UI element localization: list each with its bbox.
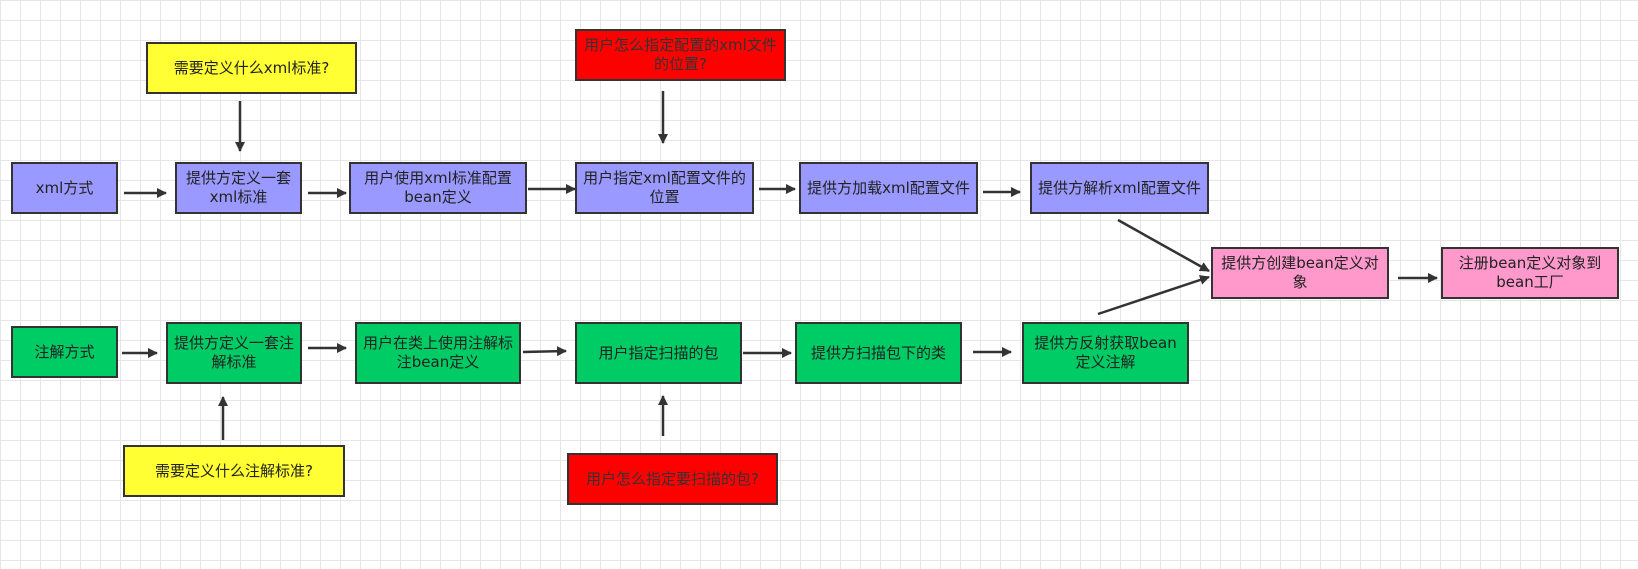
xml-step3-node: 用户指定xml配置文件的位置	[575, 162, 754, 214]
annotation-step4-node: 提供方扫描包下的类	[795, 322, 962, 384]
create-bean-definition-node: 提供方创建bean定义对象	[1211, 247, 1389, 299]
arrow-ann-step5-to-create	[1097, 275, 1210, 316]
arrow-xml-step5-to-create	[1117, 218, 1210, 273]
register-bean-definition-node: 注册bean定义对象到bean工厂	[1441, 247, 1619, 299]
xml-step2-node: 用户使用xml标准配置bean定义	[349, 162, 527, 214]
xml-question1-node: 需要定义什么xml标准?	[146, 42, 357, 94]
annotation-step5-node: 提供方反射获取bean定义注解	[1022, 322, 1189, 384]
annotation-step2-node: 用户在类上使用注解标注bean定义	[355, 322, 521, 384]
annotation-question1-node: 需要定义什么注解标准?	[123, 445, 345, 497]
annotation-step1-node: 提供方定义一套注解标准	[166, 322, 302, 384]
xml-start-node: xml方式	[11, 162, 118, 214]
annotation-step3-node: 用户指定扫描的包	[575, 322, 742, 384]
xml-question2-node: 用户怎么指定配置的xml文件的位置?	[575, 29, 786, 81]
xml-step1-node: 提供方定义一套xml标准	[175, 162, 302, 214]
xml-step4-node: 提供方加载xml配置文件	[799, 162, 978, 214]
arrow-ann-step2-to-step3	[522, 346, 567, 357]
xml-step5-node: 提供方解析xml配置文件	[1030, 162, 1209, 214]
annotation-question2-node: 用户怎么指定要扫描的包?	[567, 453, 778, 505]
annotation-start-node: 注解方式	[11, 326, 118, 378]
